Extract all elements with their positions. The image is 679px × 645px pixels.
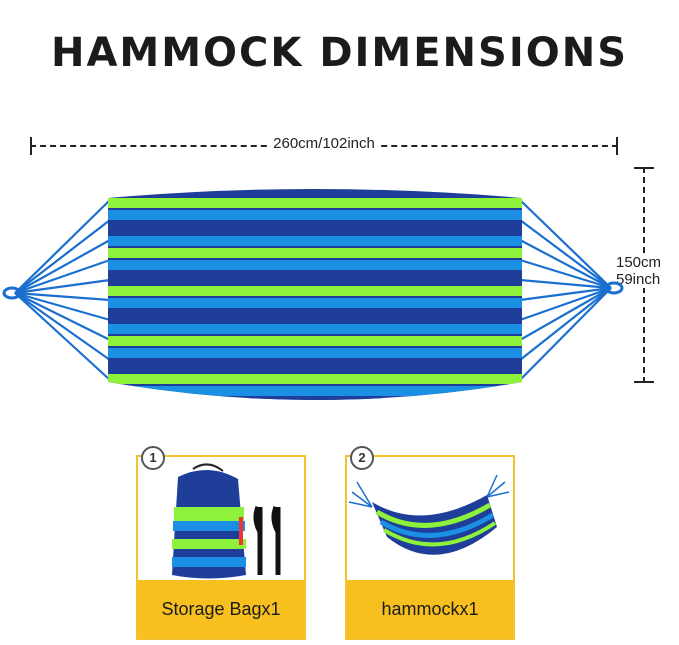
rope — [14, 292, 111, 381]
hammock-icon — [348, 474, 510, 555]
rope — [14, 239, 111, 294]
width-tick-right — [616, 137, 618, 155]
hammock-stripe — [108, 222, 522, 234]
rope — [14, 292, 111, 361]
rope — [519, 258, 612, 290]
height-tick-top — [634, 167, 654, 169]
hammock-stripe — [108, 210, 522, 220]
hammock-caption: hammockx1 — [347, 580, 513, 638]
rope — [14, 199, 111, 294]
right-ropes — [519, 199, 612, 381]
page-title: HAMMOCK DIMENSIONS — [51, 30, 628, 76]
rope — [14, 278, 111, 295]
item-number-badge-2: 2 — [350, 446, 374, 470]
hammock-stripe — [108, 398, 522, 400]
height-inch-label: 59inch — [616, 271, 661, 288]
hammock-stripe — [108, 248, 522, 258]
hammock-stripe — [108, 260, 522, 270]
rope — [519, 199, 612, 289]
hammock-stripe — [108, 336, 522, 346]
rope — [519, 287, 612, 381]
rope — [14, 291, 111, 302]
rope — [519, 287, 612, 341]
rope — [519, 286, 612, 302]
hammock-stripe — [108, 286, 522, 296]
rope — [519, 278, 612, 290]
hammock-stripe — [108, 324, 522, 334]
rope — [14, 258, 111, 295]
right-ring — [604, 281, 624, 295]
height-label: 150cm 59inch — [616, 254, 676, 288]
hammock-bed — [108, 189, 522, 400]
rope — [14, 291, 111, 322]
left-ropes — [14, 199, 111, 381]
left-ring — [2, 286, 22, 300]
rope — [519, 219, 612, 289]
storage-bag-icon — [172, 463, 281, 579]
hammock-stripe — [108, 360, 522, 372]
item-card-storage-bag: Storage Bagx1 — [136, 455, 306, 640]
width-label: 260cm/102inch — [269, 135, 379, 152]
width-dimension: 260cm/102inch — [30, 133, 618, 159]
item-number-badge-1: 1 — [141, 446, 165, 470]
storage-bag-caption: Storage Bagx1 — [138, 580, 304, 638]
height-tick-bottom — [634, 381, 654, 383]
item-card-hammock: hammockx1 — [345, 455, 515, 640]
hammock-stripe — [108, 298, 522, 308]
width-tick-left — [30, 137, 32, 155]
hammock-stripe — [108, 310, 522, 322]
hammock-illustration — [2, 189, 624, 400]
hammock-stripe — [108, 236, 522, 246]
rope — [14, 219, 111, 294]
height-cm-label: 150cm — [616, 254, 662, 271]
rope — [519, 239, 612, 289]
hammock-stripe — [108, 386, 522, 396]
hammock-stripe — [108, 374, 522, 384]
hammock-stripe — [108, 198, 522, 208]
hammock-stripe — [108, 272, 522, 284]
rope — [519, 286, 612, 322]
hammock-stripe — [108, 348, 522, 358]
rope — [519, 287, 612, 361]
rope — [14, 292, 111, 341]
